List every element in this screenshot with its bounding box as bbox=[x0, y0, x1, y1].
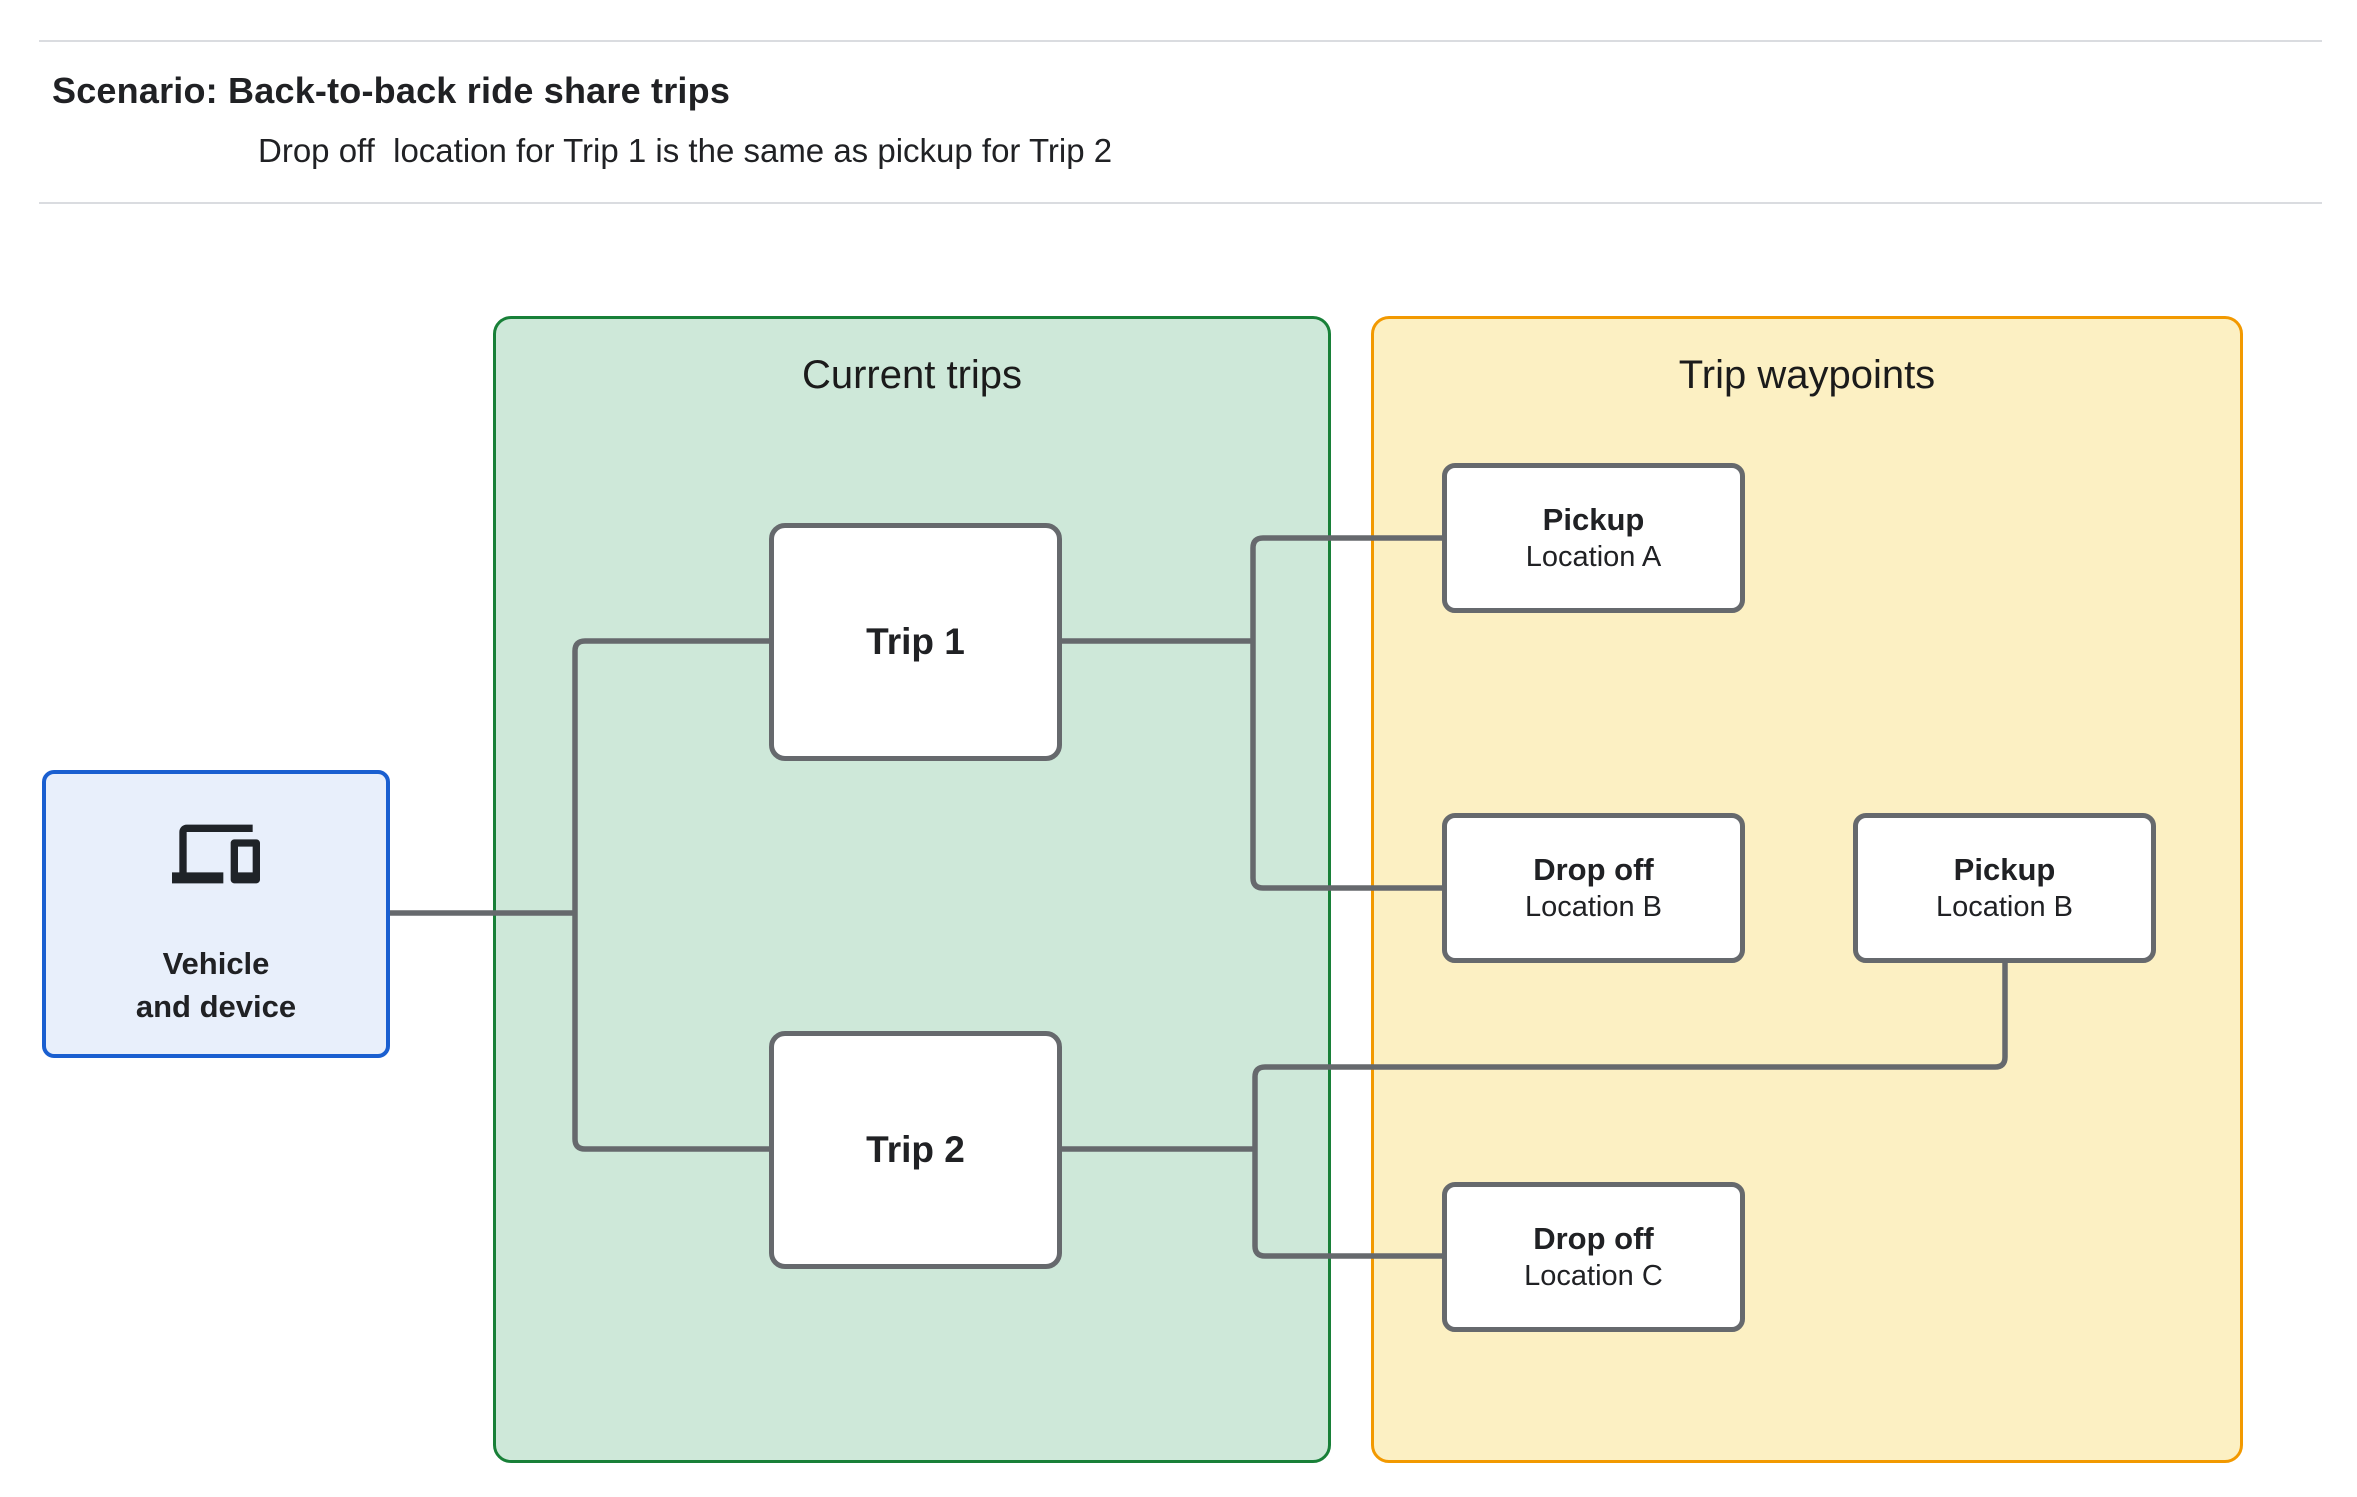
trip-2-node: Trip 2 bbox=[769, 1031, 1062, 1269]
connector-vehicle-to-trips bbox=[390, 638, 769, 1152]
waypoint-dropoff-location-b-node: Drop off Location B bbox=[1442, 813, 1745, 963]
waypoint-dropoff-c-subtitle: Location C bbox=[1524, 1260, 1663, 1292]
group-current-trips-title: Current trips bbox=[801, 353, 1023, 397]
trip-1-label: Trip 1 bbox=[866, 621, 965, 662]
group-trip-waypoints-title: Trip waypoints bbox=[1678, 353, 1936, 397]
waypoint-pickup-a-subtitle: Location A bbox=[1525, 541, 1662, 573]
page-subtitle: Drop off location for Trip 1 is the same… bbox=[258, 132, 1113, 169]
waypoint-pickup-location-b-node: Pickup Location B bbox=[1853, 813, 2156, 963]
waypoint-dropoff-location-c-node: Drop off Location C bbox=[1442, 1182, 1745, 1332]
waypoint-dropoff-b-subtitle: Location B bbox=[1524, 891, 1663, 923]
waypoint-pickup-a-title: Pickup bbox=[1542, 502, 1645, 537]
waypoint-dropoff-b-title: Drop off bbox=[1533, 852, 1654, 887]
waypoint-dropoff-c-title: Drop off bbox=[1533, 1221, 1654, 1256]
vehicle-node-label-line1: Vehicle bbox=[162, 946, 270, 981]
vehicle-node-label-line2: and device bbox=[135, 989, 297, 1024]
trip-2-label: Trip 2 bbox=[866, 1129, 965, 1170]
waypoint-pickup-b-subtitle: Location B bbox=[1935, 891, 2074, 923]
page-title: Scenario: Back-to-back ride share trips bbox=[52, 70, 731, 111]
vehicle-and-device-node: Vehicle and device bbox=[42, 770, 390, 1058]
connector-trip2-to-waypoints bbox=[1062, 963, 2008, 1259]
vehicle-node-label: Vehicle and device bbox=[46, 942, 386, 1028]
waypoint-pickup-b-title: Pickup bbox=[1953, 852, 2056, 887]
group-current-trips: Current trips bbox=[493, 316, 1331, 1463]
connector-trip1-to-waypoints bbox=[1062, 535, 1442, 891]
waypoint-pickup-location-a-node: Pickup Location A bbox=[1442, 463, 1745, 613]
trip-1-node: Trip 1 bbox=[769, 523, 1062, 761]
devices-icon bbox=[172, 824, 260, 884]
header-divider bbox=[39, 202, 2322, 204]
top-divider bbox=[39, 40, 2322, 42]
